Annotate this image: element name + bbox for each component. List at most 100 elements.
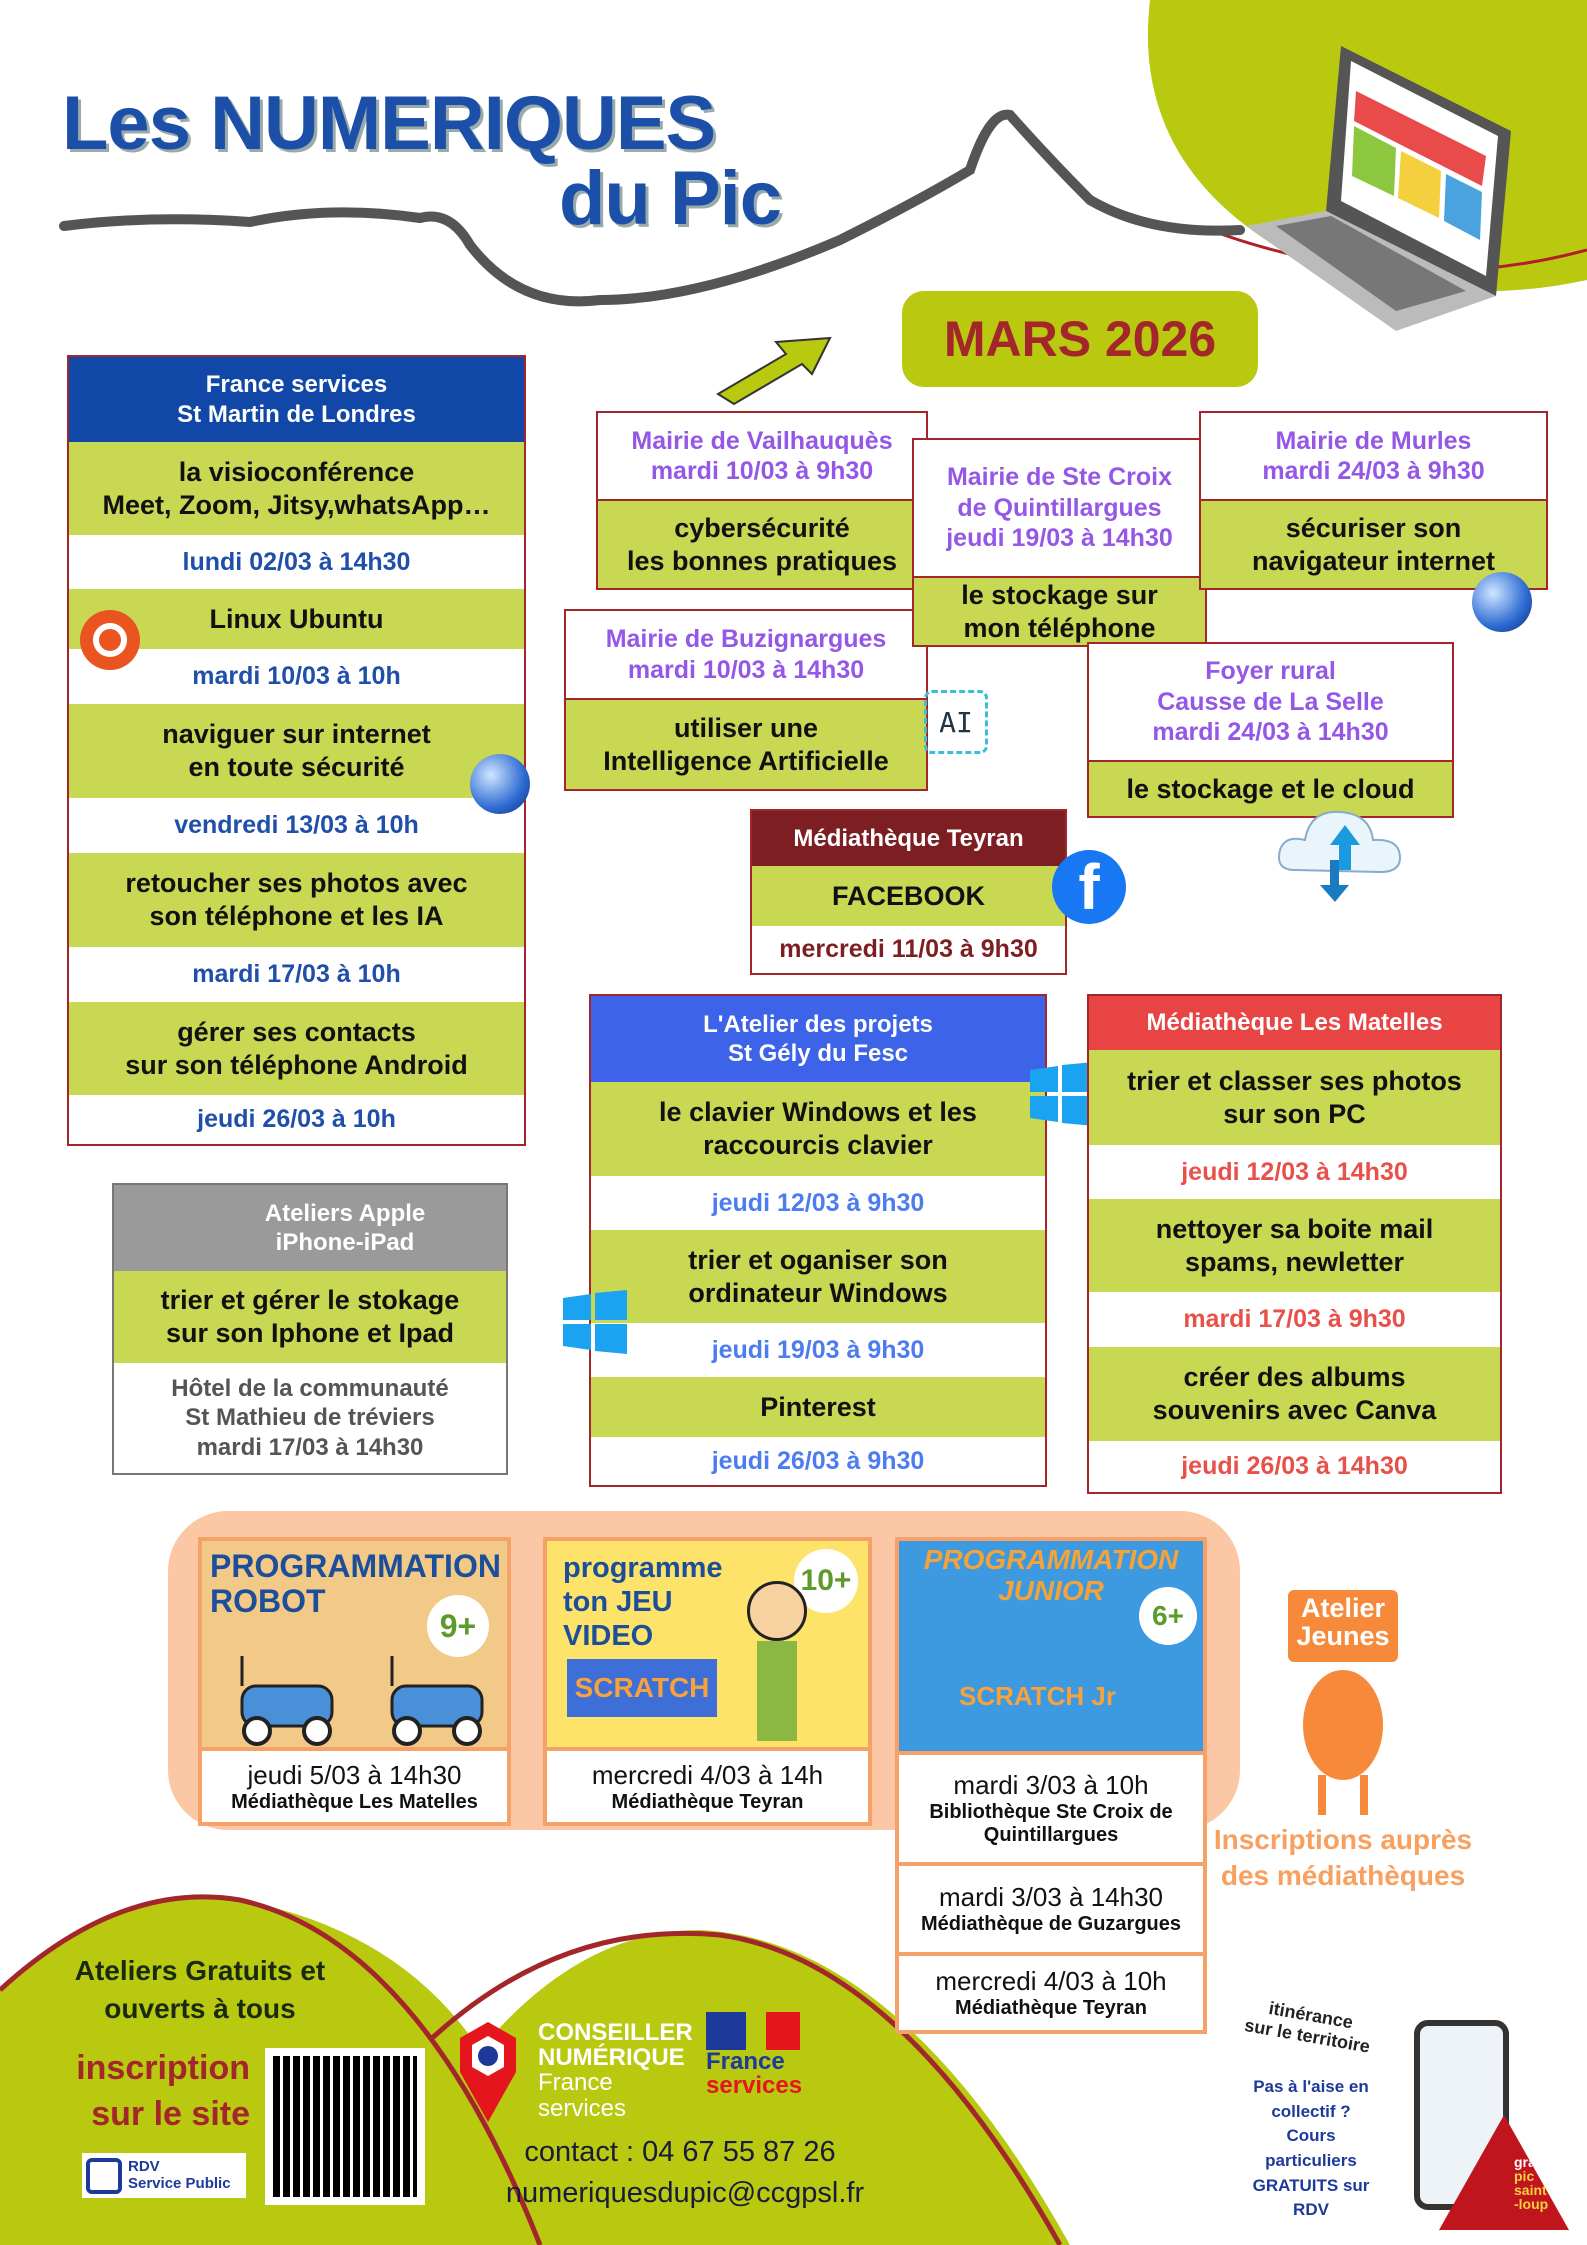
teyran-facebook-panel: Médiathèque Teyran FACEBOOK mercredi 11/… (750, 809, 1067, 975)
text-line: les bonnes pratiques (626, 545, 898, 576)
text-line: le clavier Windows et les (659, 1097, 977, 1128)
text-line: Ateliers Apple (264, 1199, 426, 1227)
arrow-icon (716, 336, 832, 406)
text-line: souvenirs avec Canva (1152, 1395, 1437, 1425)
text-line: naviguer sur internet (162, 719, 431, 750)
text-line: créer des albums (1183, 1362, 1406, 1393)
text-line: mardi 17/03 à 14h30 (196, 1433, 424, 1461)
contact-phone: contact : 04 67 55 87 26 (524, 2136, 836, 2168)
text-line: mardi 10/03 à 9h30 (650, 457, 874, 485)
text-line: RDV (1293, 2200, 1329, 2220)
text-line: France (706, 2048, 785, 2075)
text-line: NUMÉRIQUE (538, 2044, 685, 2072)
facebook-icon: f (1052, 850, 1126, 924)
map-pin-icon (460, 2022, 516, 2122)
session-date: mercredi 4/03 à 14h (591, 1759, 824, 1790)
text-line: des médiathèques (1220, 1860, 1466, 1892)
text-line: sur son Iphone et Ipad (165, 1318, 455, 1348)
contact-email[interactable]: numeriquesdupic@ccgpsl.fr (505, 2177, 865, 2209)
text-line: GRATUITS sur (1252, 2175, 1370, 2195)
text-line: Médiathèque Teyran (955, 1997, 1147, 2019)
panel-header: Médiathèque Les Matelles (1089, 996, 1500, 1050)
france-services-logo: France services (706, 2012, 816, 2098)
text-line: Inscriptions auprès (1213, 1824, 1473, 1855)
text-line: navigateur internet (1251, 545, 1496, 576)
text-line: mardi 24/03 à 14h30 (1152, 718, 1389, 747)
text-line: gérer ses contacts (177, 1016, 416, 1047)
title-line-2: du Pic (559, 156, 782, 241)
globe-icon (470, 754, 530, 814)
header-line: France services (205, 371, 388, 399)
scratch-logo: SCRATCH (567, 1659, 717, 1717)
workshop-date: mercredi 11/03 à 9h30 (752, 926, 1065, 973)
scratch-jr-logo: SCRATCH Jr (959, 1681, 1116, 1711)
text-line: mardi 3/03 à 10h (953, 1770, 1149, 1800)
workshop-date: jeudi 19/03 à 9h30 (591, 1323, 1045, 1377)
text-line: trier et oganiser son (688, 1244, 948, 1275)
panel-header: Médiathèque Teyran (752, 811, 1065, 866)
text-line: Mairie de Ste Croix (946, 463, 1173, 492)
text-line: sur son PC (1223, 1098, 1366, 1129)
workshop-date: jeudi 12/03 à 14h30 (1089, 1145, 1500, 1199)
robot-icon (240, 1656, 484, 1746)
text-line: Ateliers Gratuits et (74, 1955, 326, 1986)
page-title: Les NUMERIQUES du Pic (62, 80, 782, 242)
globe-icon (1472, 572, 1532, 632)
text-line: Linux Ubuntu (209, 603, 384, 634)
text-line: Pas à l'aise en (1253, 2077, 1369, 2096)
workshop-date: mardi 17/03 à 10h (69, 947, 524, 1002)
text-line: mon téléphone (963, 612, 1156, 643)
age-badge: 9+ (427, 1595, 489, 1657)
text-line: sécuriser son (1285, 512, 1462, 543)
text-line: particuliers (1265, 2150, 1357, 2170)
workshop-topic: Linux Ubuntu (69, 589, 524, 649)
text-line: inscription (76, 2049, 250, 2087)
text-line: ouverts à tous (104, 1992, 296, 2024)
text-line: mardi 24/03 à 9h30 (1262, 457, 1485, 485)
laptop-illustration (1246, 46, 1511, 331)
matelles-panel: Médiathèque Les Matelles trier et classe… (1087, 994, 1502, 1494)
workshop-date: mardi 10/03 à 10h (69, 649, 524, 704)
text-line: Hôtel de la communauté (171, 1375, 449, 1403)
qr-code[interactable] (265, 2048, 425, 2205)
text-line: Mairie de Buzignargues (605, 625, 887, 653)
workshop-date: jeudi 26/03 à 9h30 (591, 1437, 1045, 1485)
text-line: Pinterest (760, 1391, 876, 1422)
text-line: trier et classer ses photos (1127, 1065, 1462, 1096)
text-line: retoucher ses photos avec (125, 868, 468, 899)
card-title: VIDEO (563, 1620, 654, 1653)
text-line: Intelligence Artificielle (603, 745, 889, 776)
text-line: Bibliothèque Ste Croix de (929, 1801, 1173, 1823)
text-line: Cours (1286, 2126, 1336, 2146)
card-title: ton JEU (563, 1586, 673, 1619)
text-line: Service Public (128, 2174, 231, 2192)
text-line: trier et gérer le stokage (160, 1285, 460, 1316)
workshop-topic: Pinterest (591, 1377, 1045, 1437)
windows-icon (1030, 1062, 1094, 1126)
text-line: mardi 10/03 à 14h30 (627, 655, 865, 684)
calendar-icon (86, 2157, 122, 2194)
text-line: Causse de La Selle (1157, 687, 1384, 716)
header-line: St Martin de Londres (177, 400, 416, 428)
